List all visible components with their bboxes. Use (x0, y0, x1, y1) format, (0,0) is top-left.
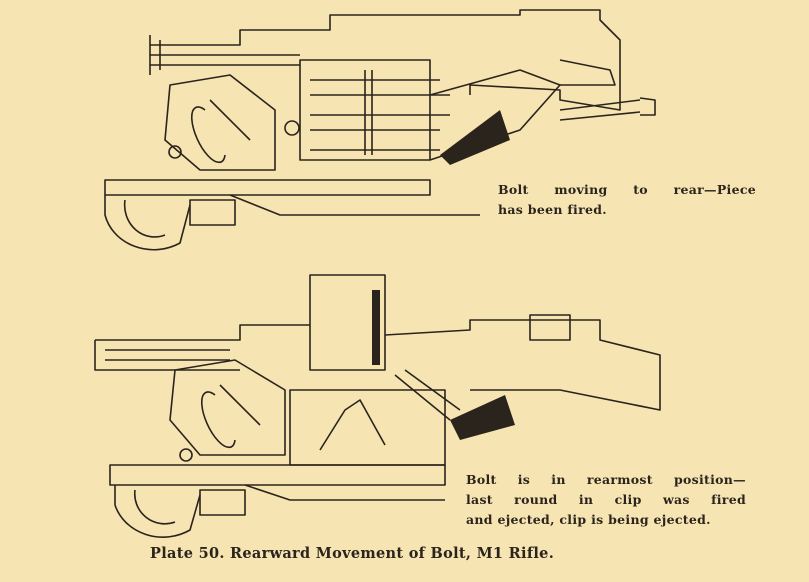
figure-bolt-moving-to-rear (104, 9, 656, 251)
plate-title: Plate 50. Rearward Movement of Bolt, M1 … (150, 545, 555, 562)
caption-line: last round in clip was fired (466, 492, 746, 507)
caption-line: has been fired. (498, 202, 607, 217)
figure-2-caption: Bolt is in rearmost position— last round… (466, 470, 746, 530)
caption-line: and ejected, clip is being ejected. (466, 512, 711, 527)
caption-line: Bolt moving to rear—Piece (498, 182, 756, 197)
figure-bolt-rearmost (94, 274, 661, 538)
figure-1-caption: Bolt moving to rear—Piece has been fired… (498, 180, 756, 220)
caption-line: Bolt is in rearmost position— (466, 472, 746, 487)
